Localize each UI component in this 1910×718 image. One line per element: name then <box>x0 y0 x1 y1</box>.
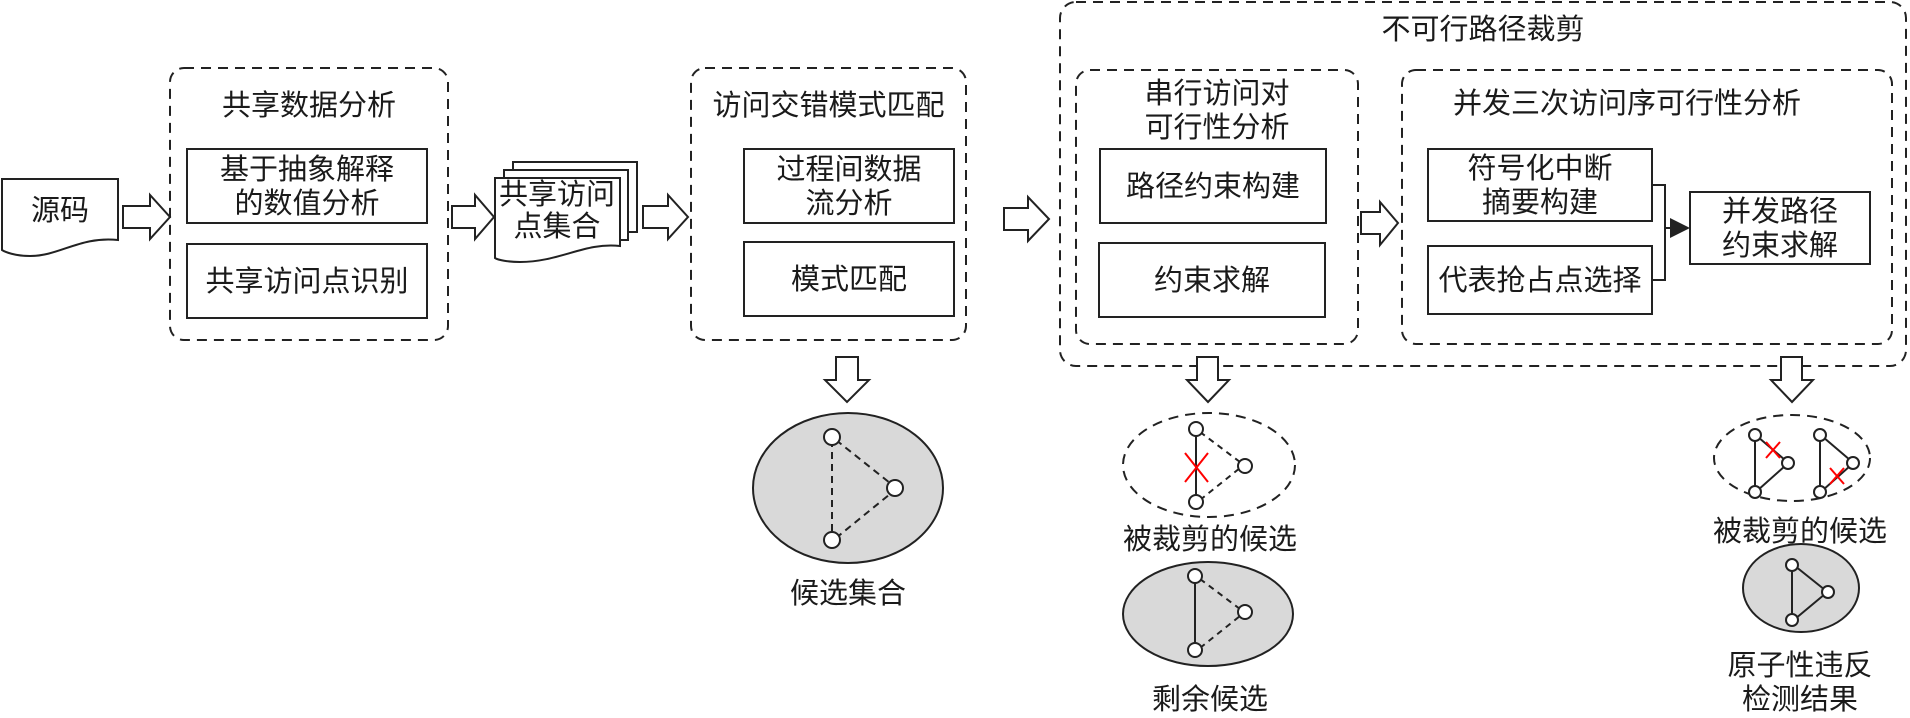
candidate-set-triangle <box>831 439 896 539</box>
concurrent-pruned-node <box>1813 428 1827 442</box>
shared-data-analysis-group <box>169 67 449 341</box>
remaining-candidates-label: 剩余候选 <box>1151 682 1268 716</box>
concurrent-pruned-node <box>1846 456 1860 470</box>
concurrent-pruned-node <box>1813 485 1827 499</box>
prune-x-mark <box>1184 452 1209 483</box>
candidate-node <box>823 428 841 446</box>
candidate-node <box>823 531 841 549</box>
final-result-node <box>1785 613 1799 627</box>
shared-access-point-identification-step: 共享访问点识别 <box>186 243 428 319</box>
block-arrow-right-3 <box>642 192 690 242</box>
connector-merge <box>1653 184 1688 281</box>
concurrent-pruned-label: 被裁剪的候选 <box>1712 514 1887 548</box>
representative-preemption-point-step: 代表抢占点选择 <box>1427 245 1653 315</box>
stacked-doc-front <box>494 177 621 264</box>
source-label: 源码 <box>30 193 89 227</box>
concurrent-triple-group <box>1401 69 1893 345</box>
concurrent-pruned-node <box>1781 456 1795 470</box>
final-result-edges <box>1791 565 1826 620</box>
serial-pair-title: 串行访问对 可行性分析 <box>1144 76 1290 144</box>
access-interleaving-title: 访问交错模式匹配 <box>712 88 945 122</box>
remaining-node <box>1187 568 1203 584</box>
remaining-node <box>1237 604 1253 620</box>
final-result-node <box>1821 585 1835 599</box>
concurrent-triple-title: 并发三次访问序可行性分析 <box>1452 86 1801 120</box>
serial-pruned-edges <box>1195 431 1241 501</box>
block-arrow-down-2 <box>1184 356 1232 404</box>
symbolic-interrupt-summary-step: 符号化中断 摘要构建 <box>1427 148 1653 222</box>
serial-pruned-ellipse <box>1122 412 1296 518</box>
remaining-edges <box>1194 578 1241 649</box>
pattern-matching-step: 模式匹配 <box>743 241 955 317</box>
candidate-set-label: 候选集合 <box>789 576 906 610</box>
shared-access-set-label: 共享访问 点集合 <box>498 177 615 243</box>
block-arrow-right-5 <box>1360 199 1400 248</box>
final-result-ellipse <box>1742 543 1860 633</box>
numeric-analysis-step: 基于抽象解释 的数值分析 <box>186 148 428 224</box>
infeasible-path-pruning-group <box>1059 1 1907 367</box>
remaining-candidates-ellipse <box>1122 561 1294 667</box>
serial-pruned-node <box>1188 494 1204 510</box>
block-arrow-right-2 <box>451 192 496 242</box>
block-arrow-right-1 <box>122 192 172 242</box>
final-result-node <box>1785 558 1799 572</box>
serial-pair-group <box>1075 69 1359 345</box>
remaining-node <box>1187 642 1203 658</box>
block-arrow-right-4 <box>1003 194 1051 244</box>
concurrent-pruned-node <box>1748 485 1762 499</box>
concurrent-pruned-ellipse <box>1713 414 1871 502</box>
constraint-solving-step: 约束求解 <box>1098 242 1326 318</box>
concurrent-path-constraint-solving-step: 并发路径 约束求解 <box>1689 191 1871 265</box>
candidate-set-ellipse <box>752 412 944 564</box>
concurrent-pruned-node <box>1748 428 1762 442</box>
candidate-node <box>886 479 904 497</box>
infeasible-path-pruning-title: 不可行路径裁剪 <box>1381 12 1585 46</box>
atomicity-violation-result-label: 原子性违反 检测结果 <box>1727 648 1873 716</box>
block-arrow-down-3 <box>1768 356 1816 404</box>
prune-x-mark <box>1765 441 1845 485</box>
source-document-shape <box>1 178 119 258</box>
interprocedural-dataflow-step: 过程间数据 流分析 <box>743 148 955 224</box>
serial-pruned-node <box>1237 458 1253 474</box>
serial-pruned-node <box>1188 421 1204 437</box>
shared-data-analysis-title: 共享数据分析 <box>221 88 396 122</box>
block-arrow-down-1 <box>822 356 872 404</box>
path-constraint-construction-step: 路径约束构建 <box>1099 148 1327 224</box>
serial-pruned-label: 被裁剪的候选 <box>1122 522 1297 556</box>
access-interleaving-group <box>690 67 967 341</box>
